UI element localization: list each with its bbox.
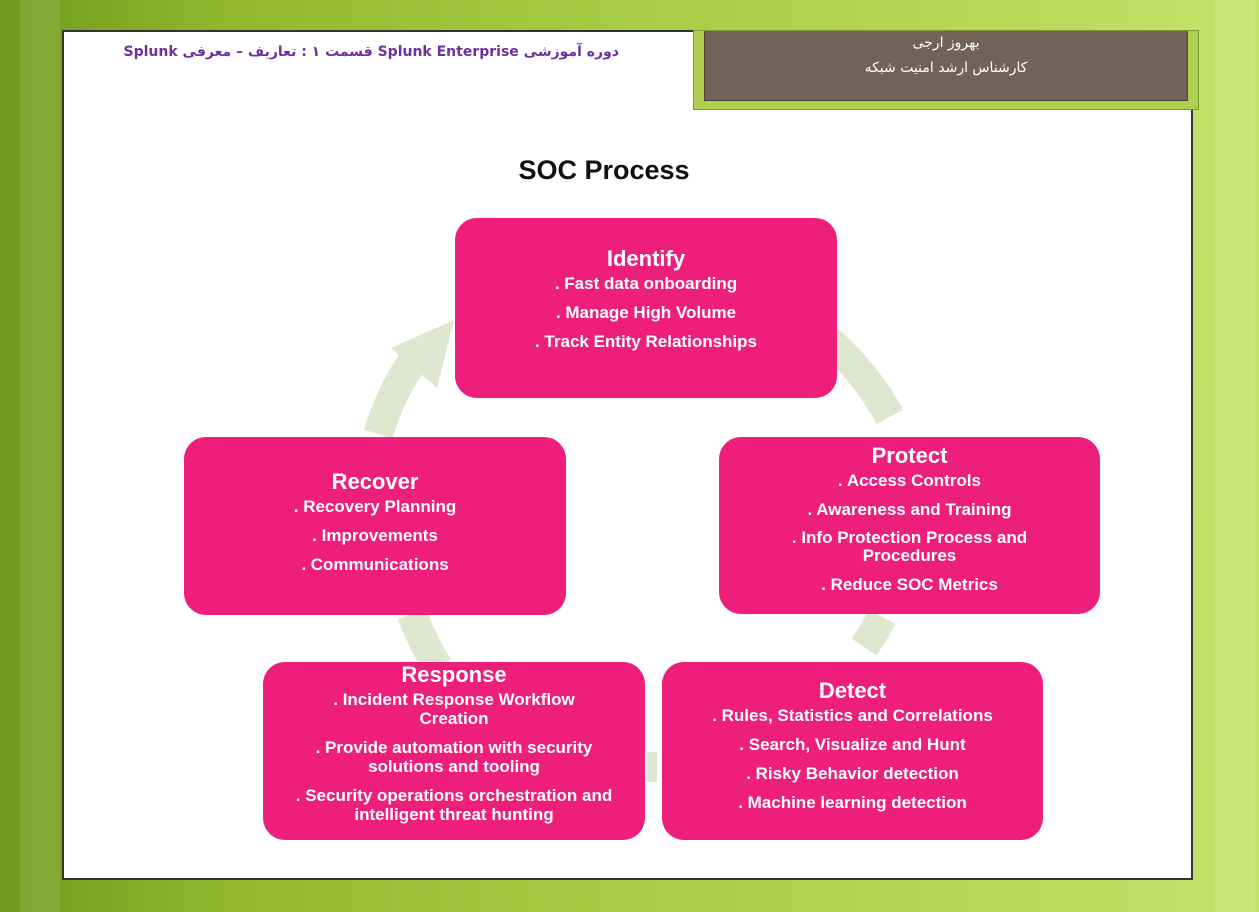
author-name: بهروز ارجی (912, 35, 980, 51)
stage-detect: Detect . Rules, Statistics and Correlati… (662, 662, 1043, 840)
cycle-arc-segment (397, 608, 451, 675)
stage-item: . Info Protection Process and Procedures (791, 528, 1028, 565)
slide: دوره آموزشی Splunk Enterprise قسمت ۱ : ت… (62, 30, 1199, 880)
stage-item: . Access Controls (838, 471, 981, 490)
stage-title: Protect (871, 443, 948, 468)
author-box: بهروز ارجی کارشناس ارشد امنیت شبکه (693, 30, 1199, 110)
stage-item: . Security operations orchestration and … (295, 786, 613, 824)
stage-item: . Manage High Volume (555, 303, 737, 322)
stage-recover: Recover . Recovery Planning . Improvemen… (184, 437, 566, 615)
stage-item: . Track Entity Relationships (534, 332, 757, 351)
stage-item: . Reduce SOC Metrics (821, 575, 998, 594)
stage-protect: Protect . Access Controls . Awareness an… (719, 437, 1100, 614)
stage-item: . Rules, Statistics and Correlations (712, 706, 993, 725)
stage-item: . Risky Behavior detection (746, 764, 959, 783)
stage-title: Identify (606, 246, 686, 271)
stage-item: . Provide automation with security solut… (315, 738, 593, 776)
author-panel: بهروز ارجی کارشناس ارشد امنیت شبکه (704, 31, 1188, 101)
stage-item: . Recovery Planning (293, 497, 457, 516)
stage-title: Response (401, 662, 507, 687)
stage-response: Response . Incident Response Workflow Cr… (263, 662, 645, 840)
background-stripe (1215, 0, 1255, 912)
cycle-arc-segment (851, 609, 896, 656)
background-stripe (20, 0, 60, 912)
course-title: دوره آموزشی Splunk Enterprise قسمت ۱ : ت… (123, 44, 619, 60)
stage-title: Detect (818, 678, 887, 703)
cycle-arrowhead (391, 320, 454, 388)
stage-item: . Machine learning detection (738, 793, 967, 812)
cycle-arc-segment (363, 353, 425, 439)
stage-item: . Improvements (312, 526, 438, 545)
stage-title: Recover (331, 469, 419, 494)
stage-item: . Fast data onboarding (554, 274, 738, 293)
stage-item: . Search, Visualize and Hunt (739, 735, 966, 754)
stage-identify: Identify . Fast data onboarding . Manage… (455, 218, 837, 398)
author-role: کارشناس ارشد امنیت شبکه (864, 60, 1028, 76)
stage-item: . Communications (301, 555, 449, 574)
diagram-title: SOC Process (518, 155, 690, 185)
stage-item: . Awareness and Training (807, 500, 1012, 519)
stage-item: . Incident Response Workflow Creation (333, 690, 575, 728)
